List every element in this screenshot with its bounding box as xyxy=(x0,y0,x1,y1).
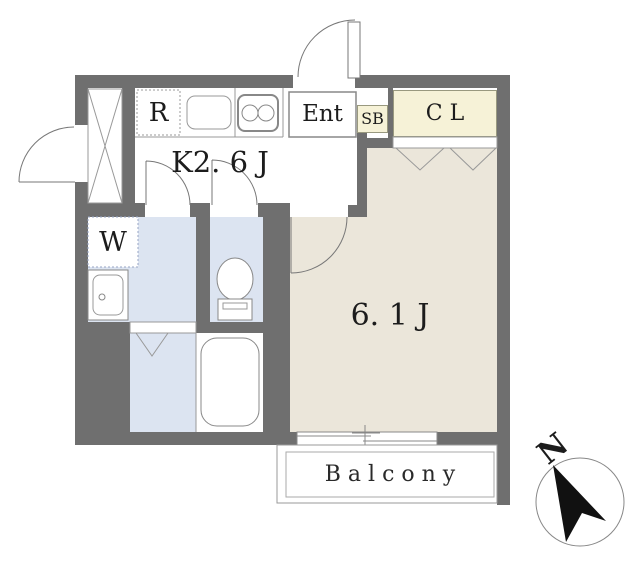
closet-label: C L xyxy=(425,100,465,126)
window-opening xyxy=(297,432,437,445)
wall-balcony-stub xyxy=(497,445,510,505)
wall-room-left xyxy=(263,217,290,432)
main-room-floor xyxy=(367,148,497,432)
wall-under-closet xyxy=(367,138,393,148)
wall-top xyxy=(75,75,510,88)
wall-bottom-left-block xyxy=(88,322,130,432)
pipe-shaft-icon xyxy=(87,88,123,204)
wall-hall-column xyxy=(357,133,367,205)
balcony-label: Balcony xyxy=(324,461,463,487)
washroom-doorway xyxy=(145,203,190,217)
wall-right xyxy=(497,75,510,445)
meter-box-door xyxy=(18,126,75,183)
entrance-door xyxy=(297,19,361,79)
washer-label: W xyxy=(99,226,127,258)
toilet-doorway xyxy=(210,203,258,217)
entrance-label: Ent xyxy=(302,101,343,127)
sink-icon xyxy=(186,95,232,130)
kitchen-label: K2. 6 J xyxy=(171,144,269,179)
bathtub-icon xyxy=(195,333,260,432)
bathroom-floor xyxy=(130,333,196,432)
refrigerator-label: R xyxy=(148,97,169,128)
shoe-box-label: SB xyxy=(361,109,384,128)
entrance-opening xyxy=(293,75,355,88)
wall-sb-divider xyxy=(388,88,393,138)
meter-box-opening xyxy=(75,125,88,182)
wall-hall-column-foot xyxy=(348,205,367,217)
wall-washroom-toilet xyxy=(196,217,210,322)
wall-under-toilet xyxy=(196,322,263,333)
shoe-box xyxy=(357,105,388,133)
compass-north-label: N xyxy=(530,425,575,472)
closet-cl xyxy=(393,90,497,137)
wall-kitchen-left xyxy=(122,88,135,217)
toilet-floor xyxy=(210,217,263,322)
room-doorway xyxy=(290,203,348,217)
wall-bottom xyxy=(75,432,510,445)
main-room-label: 6. 1 J xyxy=(350,298,430,333)
stove-icon xyxy=(237,94,279,132)
